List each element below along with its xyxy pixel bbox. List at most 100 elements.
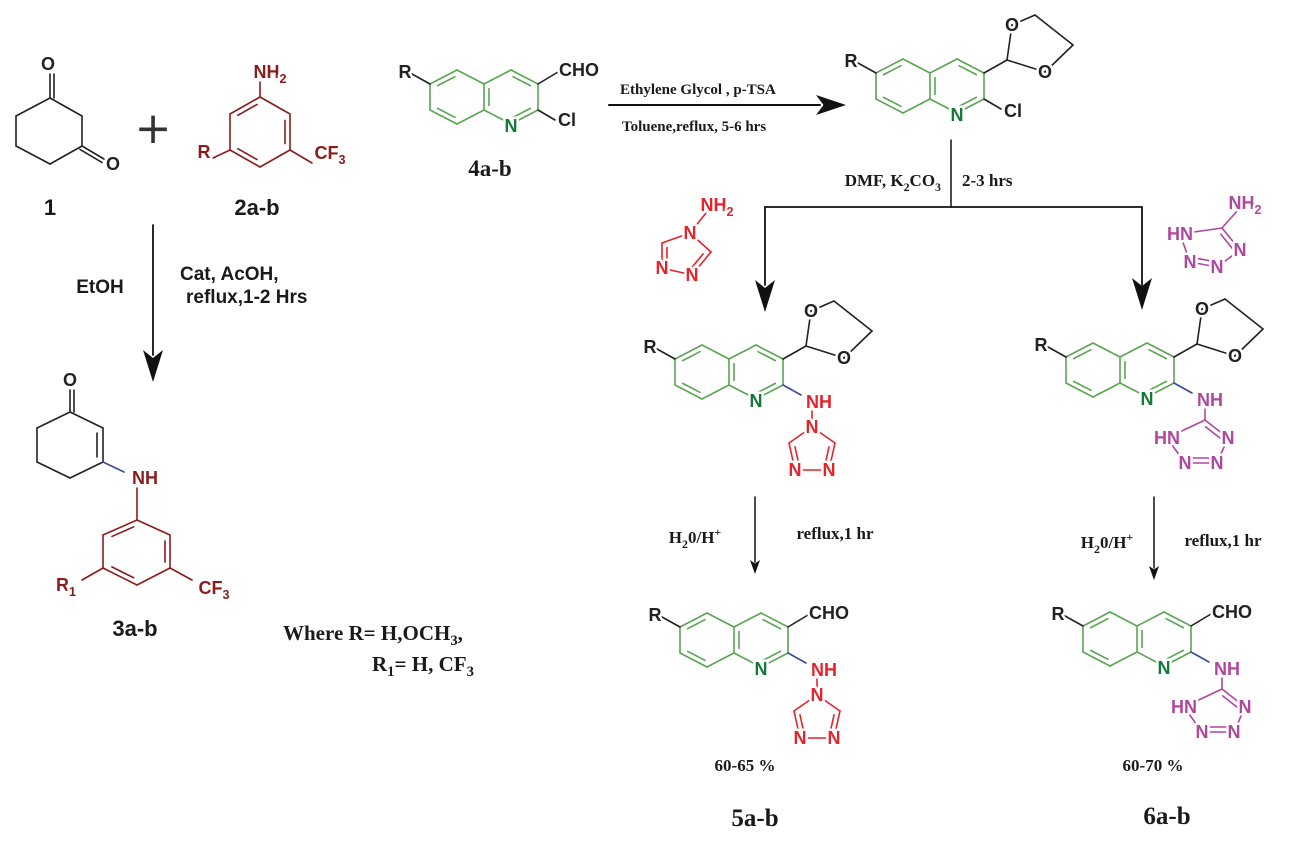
protected-6-amine: NH bbox=[1197, 390, 1223, 410]
condition-dmf-k2co3-part: CO bbox=[910, 171, 936, 190]
condition-toluene-reflux-part: Toluene,reflux, 5-6 hrs bbox=[622, 119, 766, 135]
c5-ring-bond-inner bbox=[762, 650, 782, 662]
protected-6-ring-bond-inner bbox=[1072, 380, 1092, 392]
protected-5-dioxolane-oxygen-part: O bbox=[804, 301, 818, 321]
c5-amine-part: NH bbox=[811, 660, 837, 680]
protected-5-ring-bond-inner bbox=[757, 350, 777, 362]
tetrazole-reagent-bond-inner bbox=[1220, 233, 1234, 250]
c6-ring-bond-inner bbox=[1165, 649, 1185, 661]
substituent-note-r-part: Where R= H,OCH bbox=[283, 621, 450, 645]
acetal-intermediate-dioxolane-bond bbox=[1044, 44, 1074, 73]
c3-ring-bond bbox=[36, 461, 71, 479]
protected-5-ring-bond bbox=[728, 344, 757, 360]
acetal-intermediate-dioxolane-oxygen: O bbox=[1038, 62, 1052, 82]
c5-ring-bond-inner bbox=[686, 650, 706, 662]
c4-ring-bond bbox=[429, 69, 458, 85]
triazole-reagent-bond bbox=[661, 267, 693, 276]
c3-r1-group-part: R bbox=[56, 575, 69, 595]
protected-5-ring-nitrogen-part: N bbox=[750, 391, 763, 411]
protected-6-tetrazole-nh-part: HN bbox=[1154, 428, 1180, 448]
c1-oxygen: O bbox=[106, 154, 120, 174]
triazole-reagent-n-part: N bbox=[656, 258, 669, 278]
triazole-reagent-n: N bbox=[686, 265, 699, 285]
c2-ring-bond bbox=[229, 96, 261, 115]
condition-reflux-1-2h-part: reflux,1-2 Hrs bbox=[186, 287, 307, 308]
protected-5-dioxolane-oxygen: O bbox=[837, 348, 851, 368]
c1-oxygen: O bbox=[41, 54, 55, 74]
protected-6-ring-bond bbox=[1119, 382, 1148, 398]
c6-ring-bond bbox=[1109, 611, 1138, 627]
c5-triazole-n: N bbox=[794, 728, 807, 748]
c5-triazole-n: N bbox=[828, 728, 841, 748]
substituent-note-r1-part: 1 bbox=[387, 664, 394, 680]
condition-cat-acoh: Cat, AcOH, bbox=[180, 264, 279, 285]
protected-6-dioxolane-oxygen: O bbox=[1228, 346, 1242, 366]
protected-6-ring-bond-inner bbox=[1148, 348, 1168, 360]
c5-triazole-n-part: N bbox=[811, 685, 824, 705]
c5-aldehyde: CHO bbox=[809, 603, 849, 623]
compound-label-2-part: 2a-b bbox=[234, 195, 279, 220]
c6-tetrazole-bond bbox=[1183, 706, 1203, 733]
tetrazole-reagent-nh: HN bbox=[1167, 224, 1193, 244]
c6-ring-bond-inner bbox=[1089, 617, 1109, 629]
c3-r1-bond bbox=[81, 567, 104, 581]
protected-5-ring-bond bbox=[728, 384, 757, 400]
triazole-reagent-amine: NH2 bbox=[700, 195, 733, 219]
hydrolysis-left-arrowhead bbox=[750, 560, 760, 574]
c3-aryl-bond bbox=[136, 519, 171, 536]
protected-6-dioxolane-bond bbox=[1234, 328, 1264, 357]
acetal-intermediate-dioxolane-bond bbox=[1006, 24, 1013, 61]
acetal-arrowhead bbox=[816, 95, 846, 115]
protected-6-ring-bond bbox=[1092, 342, 1121, 358]
substituent-note-r1-part: 3 bbox=[467, 664, 474, 680]
c6-tetrazole-n-part: N bbox=[1196, 722, 1209, 742]
c3-oxygen-part: O bbox=[63, 370, 77, 390]
c5-r-bond bbox=[661, 616, 681, 628]
tetrazole-reagent-bond bbox=[1189, 261, 1218, 268]
condition-reflux-1-2h: reflux,1-2 Hrs bbox=[186, 287, 307, 308]
acetal-intermediate-ring-bond-inner bbox=[958, 96, 978, 108]
c1-ring-bond bbox=[15, 97, 51, 117]
substituent-note-r1: R1= H, CF3 bbox=[372, 652, 474, 680]
protected-6-r-bond bbox=[1047, 346, 1067, 358]
c3-ring-bond bbox=[69, 461, 104, 479]
tetrazole-reagent-n: N bbox=[1184, 252, 1197, 272]
compound-label-3: 3a-b bbox=[112, 616, 157, 641]
c4-ring-nitrogen: N bbox=[505, 116, 518, 136]
c4-ring-bond-inner bbox=[512, 75, 532, 87]
tetrazole-reagent-amine-part: NH bbox=[1228, 193, 1254, 213]
substituent-note-r-part: , bbox=[458, 621, 463, 645]
c6-tetrazole-n: N bbox=[1196, 722, 1209, 742]
substituent-note-r1-part: R bbox=[372, 652, 388, 676]
c6-ring-bond bbox=[1136, 651, 1165, 667]
acetal-intermediate-cl-bond bbox=[983, 98, 1002, 110]
protected-5-triazole-bond bbox=[828, 442, 836, 471]
protected-5-dioxolane-bond bbox=[810, 300, 835, 312]
tetrazole-reagent-bond bbox=[1179, 233, 1191, 263]
c5-triazole-bond bbox=[833, 710, 841, 739]
c5-ring-bond bbox=[706, 652, 735, 668]
protected-5-triazole-n: N bbox=[823, 460, 836, 480]
protected-5-dioxolane-bond bbox=[843, 330, 873, 359]
c6-aldehyde: CHO bbox=[1212, 602, 1252, 622]
protected-6-ring-bond bbox=[1119, 342, 1148, 358]
c5-nh-bond bbox=[787, 652, 807, 664]
protected-6-dioxolane-oxygen: O bbox=[1195, 299, 1209, 319]
c3-cf3-part: 3 bbox=[222, 588, 229, 602]
condition-ethylene-glycol: Ethylene Glycol , p-TSA bbox=[620, 82, 776, 98]
protected-6-dioxolane-oxygen-part: O bbox=[1195, 299, 1209, 319]
acetal-intermediate-r-group-part: R bbox=[845, 51, 858, 71]
condition-reflux-1h-right-part: reflux,1 hr bbox=[1184, 531, 1262, 550]
c6-tetrazole-bond bbox=[1221, 688, 1246, 708]
c2-ring-bond-inner bbox=[237, 103, 258, 117]
c6-ring-bond bbox=[1163, 651, 1192, 667]
c2-cf3: CF3 bbox=[314, 143, 345, 167]
c2-amine-part: 2 bbox=[279, 72, 286, 86]
protected-6-ring-bond bbox=[1092, 382, 1121, 398]
tetrazole-reagent-nh-part: HN bbox=[1167, 224, 1193, 244]
c5-ring-bond bbox=[733, 612, 762, 628]
c5-triazole-bond bbox=[793, 694, 818, 712]
tetrazole-reagent-n: N bbox=[1211, 257, 1224, 277]
triazole-reagent-n-part: N bbox=[686, 265, 699, 285]
c4-ring-bond bbox=[483, 69, 512, 85]
